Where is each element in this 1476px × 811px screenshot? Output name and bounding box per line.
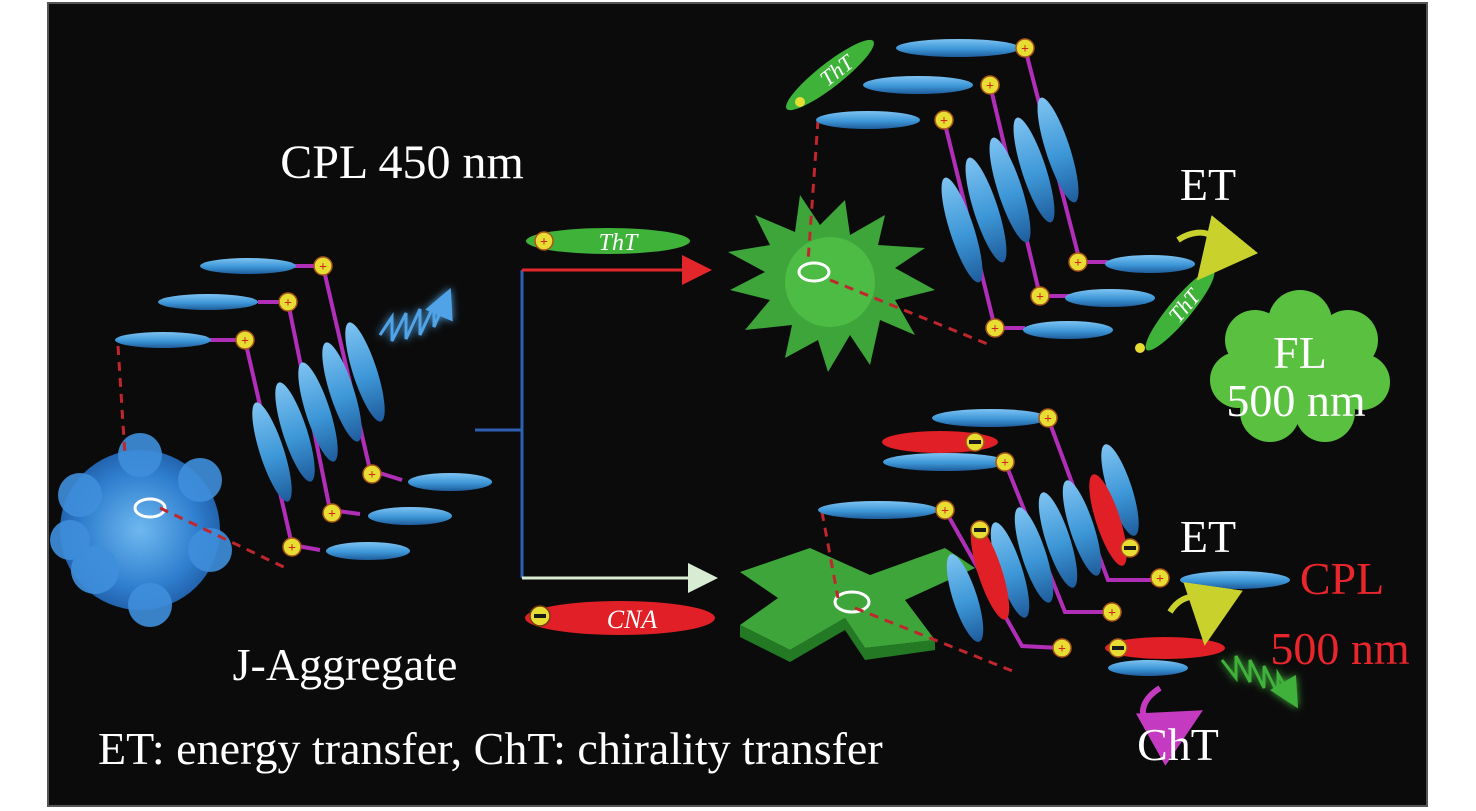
- fl-label-line1: FL: [1273, 327, 1327, 378]
- et-bottom-arrow-icon: [1167, 582, 1243, 646]
- plus-charges-left: + + + + + +: [235, 256, 382, 557]
- cpl-excitation-label: CPL 450 nm: [280, 136, 524, 189]
- green-spiky-ball-icon: [728, 195, 935, 372]
- fl-label-line2: 500 nm: [1226, 375, 1366, 426]
- cna-reagent: CNA: [525, 601, 715, 635]
- branch-connector: [475, 255, 718, 593]
- svg-text:+: +: [1001, 456, 1009, 471]
- cpl-emission-wave-icon: [1220, 655, 1299, 709]
- cht-label: ChT: [1137, 719, 1219, 770]
- j-aggregate-group: + + + + + +: [50, 256, 492, 627]
- svg-text:+: +: [1021, 42, 1029, 57]
- et-bottom-label: ET: [1180, 511, 1236, 562]
- dye-row-left: [115, 258, 492, 560]
- blue-nanoparticle-icon: [50, 433, 232, 627]
- svg-text:+: +: [368, 468, 376, 483]
- svg-text:+: +: [540, 235, 548, 250]
- cna-reagent-label: CNA: [607, 605, 658, 634]
- et-top-label: ET: [1180, 159, 1236, 210]
- tht-reagent-label: ThT: [599, 230, 639, 256]
- j-aggregate-label: J-Aggregate: [233, 639, 458, 690]
- et-top-arrow-icon: [1176, 215, 1259, 281]
- svg-text:+: +: [288, 541, 296, 556]
- svg-text:+: +: [986, 79, 994, 94]
- svg-text:+: +: [941, 504, 949, 519]
- svg-text:+: +: [328, 507, 336, 522]
- svg-text:+: +: [284, 296, 292, 311]
- svg-text:+: +: [1156, 572, 1164, 587]
- tht-reagent: + ThT: [526, 228, 690, 256]
- cpl-emission-line2: 500 nm: [1270, 623, 1410, 674]
- svg-text:+: +: [241, 334, 249, 349]
- cna-assembly-group: + + + + + +: [740, 408, 1299, 766]
- fl-cloud-icon: [1210, 290, 1390, 442]
- cht-arrow-icon: [1135, 685, 1203, 766]
- svg-text:+: +: [991, 322, 999, 337]
- svg-text:+: +: [1044, 412, 1052, 427]
- svg-text:+: +: [1036, 290, 1044, 305]
- svg-text:+: +: [1058, 642, 1066, 657]
- stacked-dyes-left: [252, 322, 385, 502]
- cpl-emission-line1: CPL: [1300, 553, 1384, 604]
- svg-text:+: +: [940, 114, 948, 129]
- legend-text: ET: energy transfer, ChT: chirality tran…: [98, 723, 883, 774]
- svg-text:+: +: [319, 260, 327, 275]
- svg-text:+: +: [1074, 256, 1082, 271]
- green-sheet-icon: [740, 548, 975, 662]
- cpl-wave-icon: [378, 287, 453, 342]
- svg-text:+: +: [1108, 606, 1116, 621]
